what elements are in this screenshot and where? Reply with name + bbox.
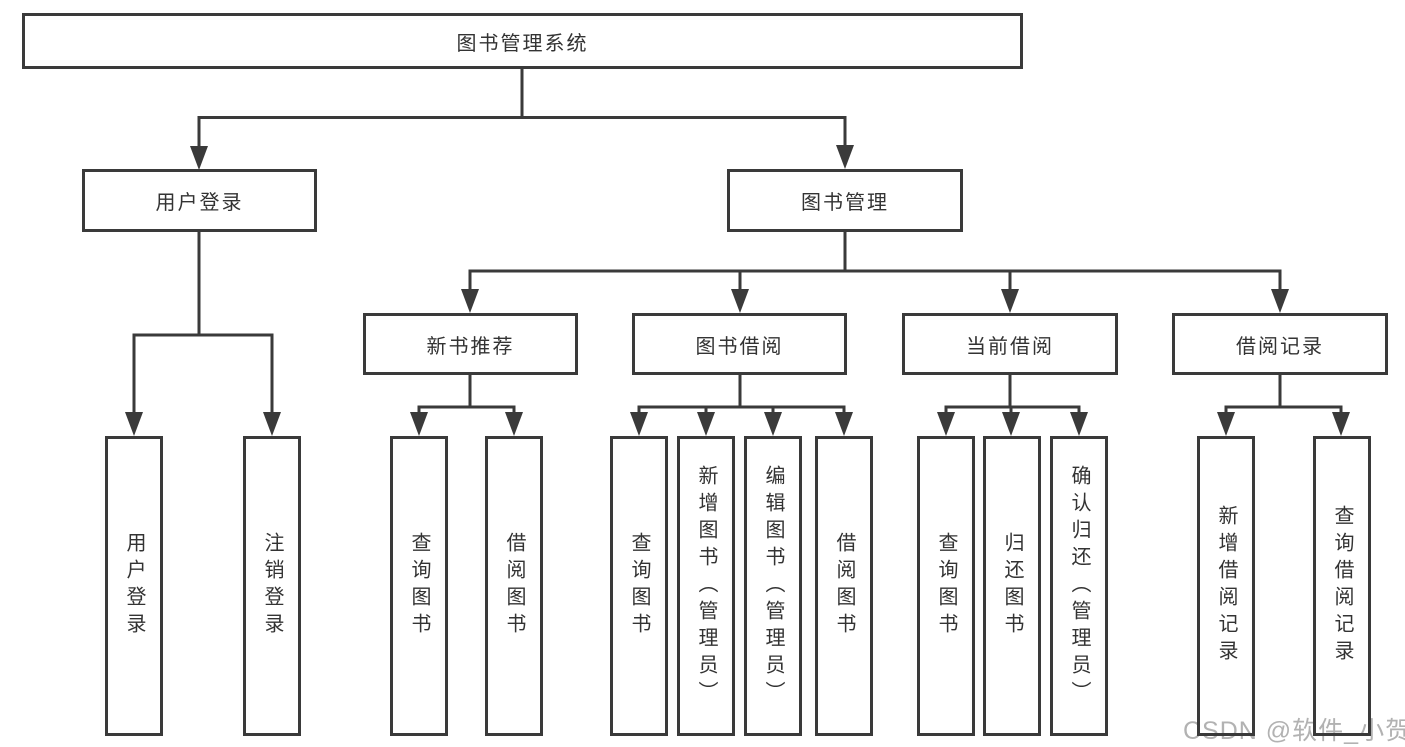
csdn-watermark: CSDN @软件_小贺同学 bbox=[1183, 717, 1405, 745]
leaf-query-books-recommend-label: 查询图书 bbox=[408, 532, 430, 640]
node-book-management-label: 图书管理 bbox=[801, 192, 889, 214]
node-borrow-records-label: 借阅记录 bbox=[1236, 335, 1324, 358]
node-book-management: 图书管理 bbox=[727, 169, 963, 232]
node-book-borrow-label: 图书借阅 bbox=[695, 335, 784, 358]
leaf-borrow-books: 借阅图书 bbox=[815, 436, 873, 736]
connector-current-to-leaves bbox=[937, 375, 1088, 436]
leaf-borrow-books-recommend: 借阅图书 bbox=[485, 436, 543, 736]
leaf-query-borrow-record: 查询借阅记录 bbox=[1313, 436, 1371, 736]
node-root-system: 图书管理系统 bbox=[22, 13, 1023, 69]
leaf-add-books-admin: 新增图书（管理员） bbox=[677, 436, 735, 736]
leaf-query-books-borrow-label: 查询图书 bbox=[628, 532, 650, 640]
leaf-borrow-books-label: 借阅图书 bbox=[833, 532, 855, 640]
leaf-add-books-admin-label: 新增图书（管理员） bbox=[695, 464, 717, 708]
leaf-edit-books-admin: 编辑图书（管理员） bbox=[744, 436, 802, 736]
leaf-return-books: 归还图书 bbox=[983, 436, 1041, 736]
leaf-confirm-return-admin: 确认归还（管理员） bbox=[1050, 436, 1108, 736]
leaf-return-books-label: 归还图书 bbox=[1001, 532, 1023, 640]
leaf-logout: 注销登录 bbox=[243, 436, 301, 736]
node-borrow-records: 借阅记录 bbox=[1172, 313, 1388, 375]
leaf-borrow-books-recommend-label: 借阅图书 bbox=[503, 532, 525, 640]
node-current-borrow: 当前借阅 bbox=[902, 313, 1118, 375]
leaf-add-borrow-record: 新增借阅记录 bbox=[1197, 436, 1255, 736]
node-book-borrow: 图书借阅 bbox=[632, 313, 847, 375]
node-new-book-recommend: 新书推荐 bbox=[363, 313, 578, 375]
node-root-label: 图书管理系统 bbox=[456, 32, 589, 55]
leaf-query-books-borrow: 查询图书 bbox=[610, 436, 668, 736]
node-user-login-label: 用户登录 bbox=[155, 192, 244, 214]
leaf-user-login-label: 用户登录 bbox=[123, 532, 145, 640]
leaf-add-borrow-record-label: 新增借阅记录 bbox=[1215, 505, 1237, 667]
connector-records-to-leaves bbox=[1217, 375, 1350, 436]
node-current-borrow-label: 当前借阅 bbox=[966, 335, 1054, 358]
leaf-user-login: 用户登录 bbox=[105, 436, 163, 736]
node-new-book-recommend-label: 新书推荐 bbox=[426, 335, 515, 358]
node-user-login: 用户登录 bbox=[82, 169, 317, 232]
connector-bookmgmt-to-level2 bbox=[461, 232, 1289, 313]
leaf-confirm-return-admin-label: 确认归还（管理员） bbox=[1068, 464, 1090, 708]
connector-root-to-level1 bbox=[190, 69, 854, 170]
connector-userlogin-to-leaves bbox=[125, 232, 281, 436]
leaf-query-borrow-record-label: 查询借阅记录 bbox=[1331, 505, 1353, 667]
leaf-edit-books-admin-label: 编辑图书（管理员） bbox=[762, 464, 784, 708]
connector-newrec-to-leaves bbox=[410, 375, 523, 436]
leaf-query-books-recommend: 查询图书 bbox=[390, 436, 448, 736]
leaf-logout-label: 注销登录 bbox=[261, 532, 283, 640]
leaf-query-books-current-label: 查询图书 bbox=[935, 532, 957, 640]
leaf-query-books-current: 查询图书 bbox=[917, 436, 975, 736]
connector-borrow-to-leaves bbox=[630, 375, 853, 436]
